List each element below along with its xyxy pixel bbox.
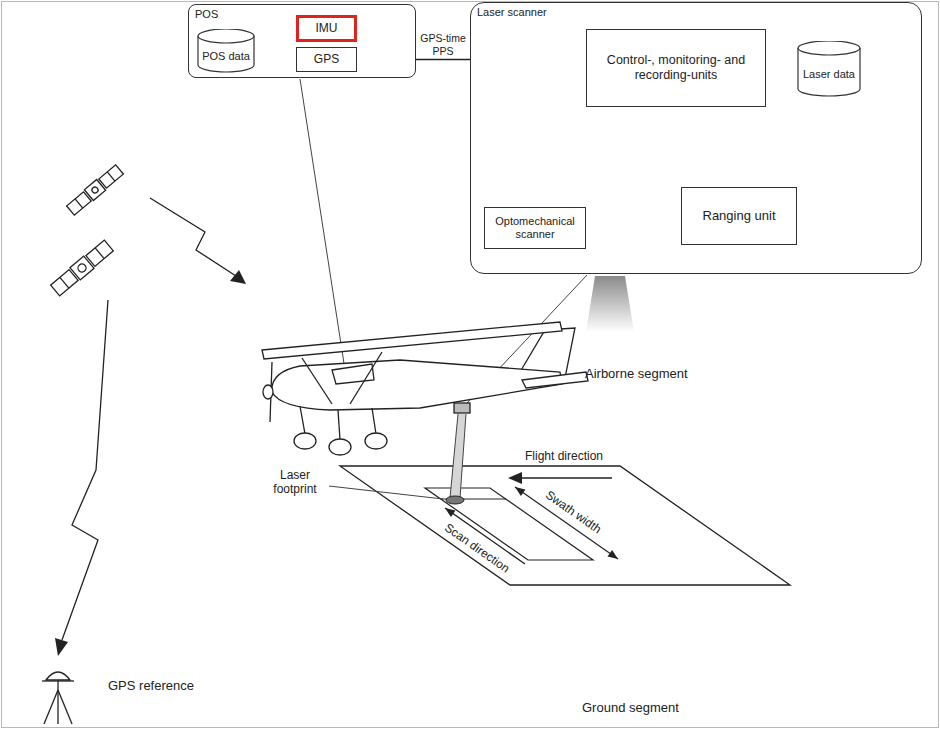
callout-label: Laser footprint (262, 468, 328, 497)
box-label: Control-, monitoring- and recording-unit… (590, 53, 762, 83)
swath-width-arrow (515, 487, 618, 559)
solar-panel (86, 240, 113, 266)
satellite (66, 164, 124, 216)
box-label: Laser data (803, 68, 855, 81)
laser-beam (450, 414, 466, 498)
signal-zigzag (150, 198, 236, 276)
laser-beam-edge (460, 414, 466, 498)
wing-strut (302, 358, 332, 404)
cylinder-body (198, 29, 254, 72)
panel-line (107, 172, 115, 181)
arrow-head (608, 550, 619, 559)
tripod-leg (58, 690, 72, 724)
antenna-dome (46, 672, 70, 680)
aircraft (262, 322, 588, 455)
signal-zigzag (62, 300, 108, 640)
imu-box: IMU (296, 15, 357, 42)
box-label: Optomechanical scanner (488, 215, 582, 241)
box-label: Ranging unit (703, 208, 776, 224)
unit-heading: POS (195, 8, 218, 21)
satellite-dish (76, 262, 87, 273)
control-unit-box: Control-, monitoring- and recording-unit… (586, 29, 766, 107)
segment-label: Airborne segment (585, 366, 688, 382)
scanner-box: Optomechanical scanner (484, 207, 586, 249)
cylinder-body (798, 41, 860, 96)
stabilizer (522, 372, 588, 388)
leader-line (300, 79, 345, 370)
spinner (263, 385, 273, 399)
scanner-glow (586, 276, 634, 332)
gps-box: GPS (296, 47, 357, 72)
landing-gear (300, 406, 305, 434)
panel-line (95, 248, 104, 259)
laser-scanner-box: Laser scannerControl-, monitoring- and r… (470, 2, 922, 274)
cylinder-rim (798, 48, 860, 55)
box-label: GPS (314, 52, 339, 66)
laser-footprint (446, 496, 464, 504)
gps-antenna (42, 672, 74, 724)
satellite (50, 239, 114, 296)
solar-panel (51, 270, 78, 296)
landing-gear (372, 408, 376, 434)
wing-strut (350, 352, 382, 404)
solar-panel (67, 192, 92, 215)
box-label: POS data (202, 50, 250, 63)
wing (262, 322, 562, 359)
ground-plane (340, 466, 790, 585)
arrow-head (508, 472, 522, 484)
ranging-unit-box: Ranging unit (681, 187, 797, 245)
station-label: GPS reference (108, 678, 194, 694)
laser-beam-edge (450, 414, 458, 498)
tripod-leg (44, 690, 58, 724)
wheel (294, 433, 316, 449)
fuselage (272, 360, 562, 410)
direction-label: Scan direction (440, 519, 514, 577)
scanner-housing (454, 403, 470, 413)
antenna-pole (57, 681, 58, 724)
panel-line (75, 199, 83, 208)
solar-panel (99, 165, 124, 188)
leader-line (329, 486, 443, 499)
flight-direction-arrow (520, 477, 612, 478)
unit-heading: Laser scanner (477, 6, 547, 19)
pos-unit-box: POS IMU POS data GPS (188, 4, 416, 78)
cylinder-rim (198, 36, 254, 43)
arrow-head (230, 270, 246, 284)
pos-data-store: POS data (197, 29, 255, 73)
panel-line (60, 277, 69, 288)
direction-label: Flight direction (525, 449, 603, 463)
dimension-label: Swath width (541, 486, 606, 537)
box-label: IMU (316, 21, 338, 35)
satellite-dish (91, 186, 99, 194)
arrow-head (515, 487, 526, 496)
segment-label: Ground segment (582, 700, 679, 716)
laser-data-store: Laser data (797, 41, 861, 97)
wheel (365, 433, 387, 449)
connector-label: GPS-time PPS (418, 32, 468, 57)
landing-gear (338, 410, 340, 440)
arrow-head (55, 638, 68, 656)
arrow-head (445, 508, 456, 517)
wheel (329, 439, 351, 455)
